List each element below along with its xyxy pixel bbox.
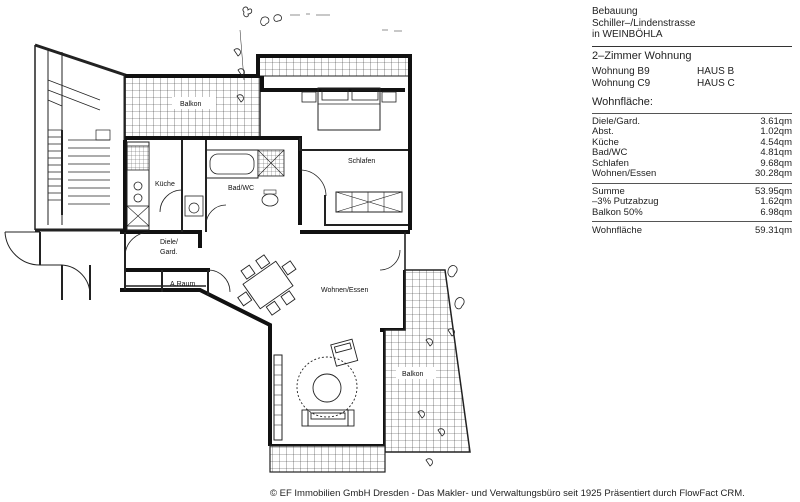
area-legend: Bebauung Schiller–/Lindenstrasse in WEIN…: [592, 6, 792, 237]
total-value: 6.98qm: [760, 206, 792, 218]
total-row: Balkon 50% 6.98qm: [592, 206, 792, 219]
living-dining-furniture: [237, 232, 406, 441]
area-row: Wohnen/Essen 30.28qm: [592, 168, 792, 180]
bedroom: [299, 87, 403, 213]
area-label: Diele/Gard.: [592, 115, 641, 127]
room-label-balkon-bottom: Balkon: [402, 371, 424, 378]
header-line-3: in WEINBÖHLA: [592, 29, 663, 40]
final-value: 59.31qm: [755, 225, 792, 236]
project-header: Bebauung Schiller–/Lindenstrasse in WEIN…: [592, 6, 792, 41]
header-line-2: Schiller–/Lindenstrasse: [592, 17, 696, 29]
area-row: Abst. 1.02qm: [592, 126, 792, 138]
areas-title: Wohnfläche:: [592, 96, 653, 108]
final-row: Wohnfläche 59.31qm: [592, 225, 792, 237]
total-label: Summe: [592, 185, 625, 197]
area-value: 9.68qm: [760, 157, 792, 169]
area-label: Wohnen/Essen: [592, 168, 657, 179]
scribbles: [290, 13, 402, 32]
room-label-wohnen: Wohnen/Essen: [321, 287, 368, 294]
total-value: 53.95qm: [755, 185, 792, 197]
balcony-right-label-bg: [396, 367, 436, 379]
balcony-strip-top: [257, 55, 411, 77]
total-value: 1.62qm: [760, 196, 792, 207]
room-label-balkon-top: Balkon: [180, 101, 202, 108]
area-row: Küche 4.54qm: [592, 136, 792, 149]
entrance-doors: [4, 231, 91, 300]
balcony-top-label-bg: [172, 97, 216, 109]
kitchen: [126, 141, 183, 231]
divider: [592, 45, 792, 47]
divider: [592, 221, 792, 222]
area-value: 1.02qm: [760, 126, 792, 137]
area-value: 30.28qm: [755, 168, 792, 179]
balcony-right-tiles: [384, 269, 471, 453]
terrace-strip-bottom: [269, 445, 386, 473]
hall-doors: [124, 231, 231, 293]
area-row: Bad/WC 4.81qm: [592, 147, 792, 159]
trees: [233, 6, 465, 467]
unit-name: Wohnung C9: [592, 77, 651, 89]
area-label: Abst.: [592, 126, 614, 137]
total-label: –3% Putzabzug: [592, 196, 659, 207]
divider: [592, 112, 792, 114]
copyright-footer: © EF Immobilien GmbH Dresden - Das Makle…: [270, 488, 745, 499]
room-label-gard: Gard.: [160, 249, 178, 256]
floor-plan: Balkon Schlafen: [4, 6, 471, 473]
room-label-abstell: A.Raum: [170, 281, 195, 288]
total-row: Summe 53.95qm: [592, 185, 792, 198]
unit-haus: HAUS B: [697, 66, 735, 77]
unit-haus: HAUS C: [697, 77, 735, 89]
unit-name: Wohnung B9: [592, 66, 650, 77]
area-value: 4.54qm: [760, 136, 792, 148]
area-label: Schlafen: [592, 157, 629, 169]
area-value: 4.81qm: [760, 147, 792, 158]
room-label-bad: Bad/WC: [228, 185, 254, 192]
total-label: Balkon 50%: [592, 206, 643, 218]
unit-row: Wohnung C9 HAUS C: [592, 78, 792, 90]
area-list: Diele/Gard. 3.61qm Abst. 1.02qm Küche 4.54q…: [592, 115, 792, 237]
area-row: Diele/Gard. 3.61qm: [592, 115, 792, 128]
divider: [592, 182, 792, 184]
room-label-diele: Diele/: [160, 239, 178, 246]
area-label: Küche: [592, 136, 619, 148]
unit-row: Wohnung B9 HAUS B: [592, 66, 792, 78]
area-row: Schlafen 9.68qm: [592, 157, 792, 170]
final-label: Wohnfläche: [592, 225, 642, 236]
total-row: –3% Putzabzug 1.62qm: [592, 196, 792, 208]
area-label: Bad/WC: [592, 147, 628, 158]
area-value: 3.61qm: [760, 115, 792, 127]
staircase: [34, 43, 127, 232]
header-line-1: Bebauung: [592, 6, 638, 17]
room-label-kueche: Küche: [155, 181, 175, 188]
room-label-schlafen: Schlafen: [348, 158, 375, 165]
bathroom: [184, 149, 285, 226]
apartment-type: 2–Zimmer Wohnung: [592, 49, 692, 62]
